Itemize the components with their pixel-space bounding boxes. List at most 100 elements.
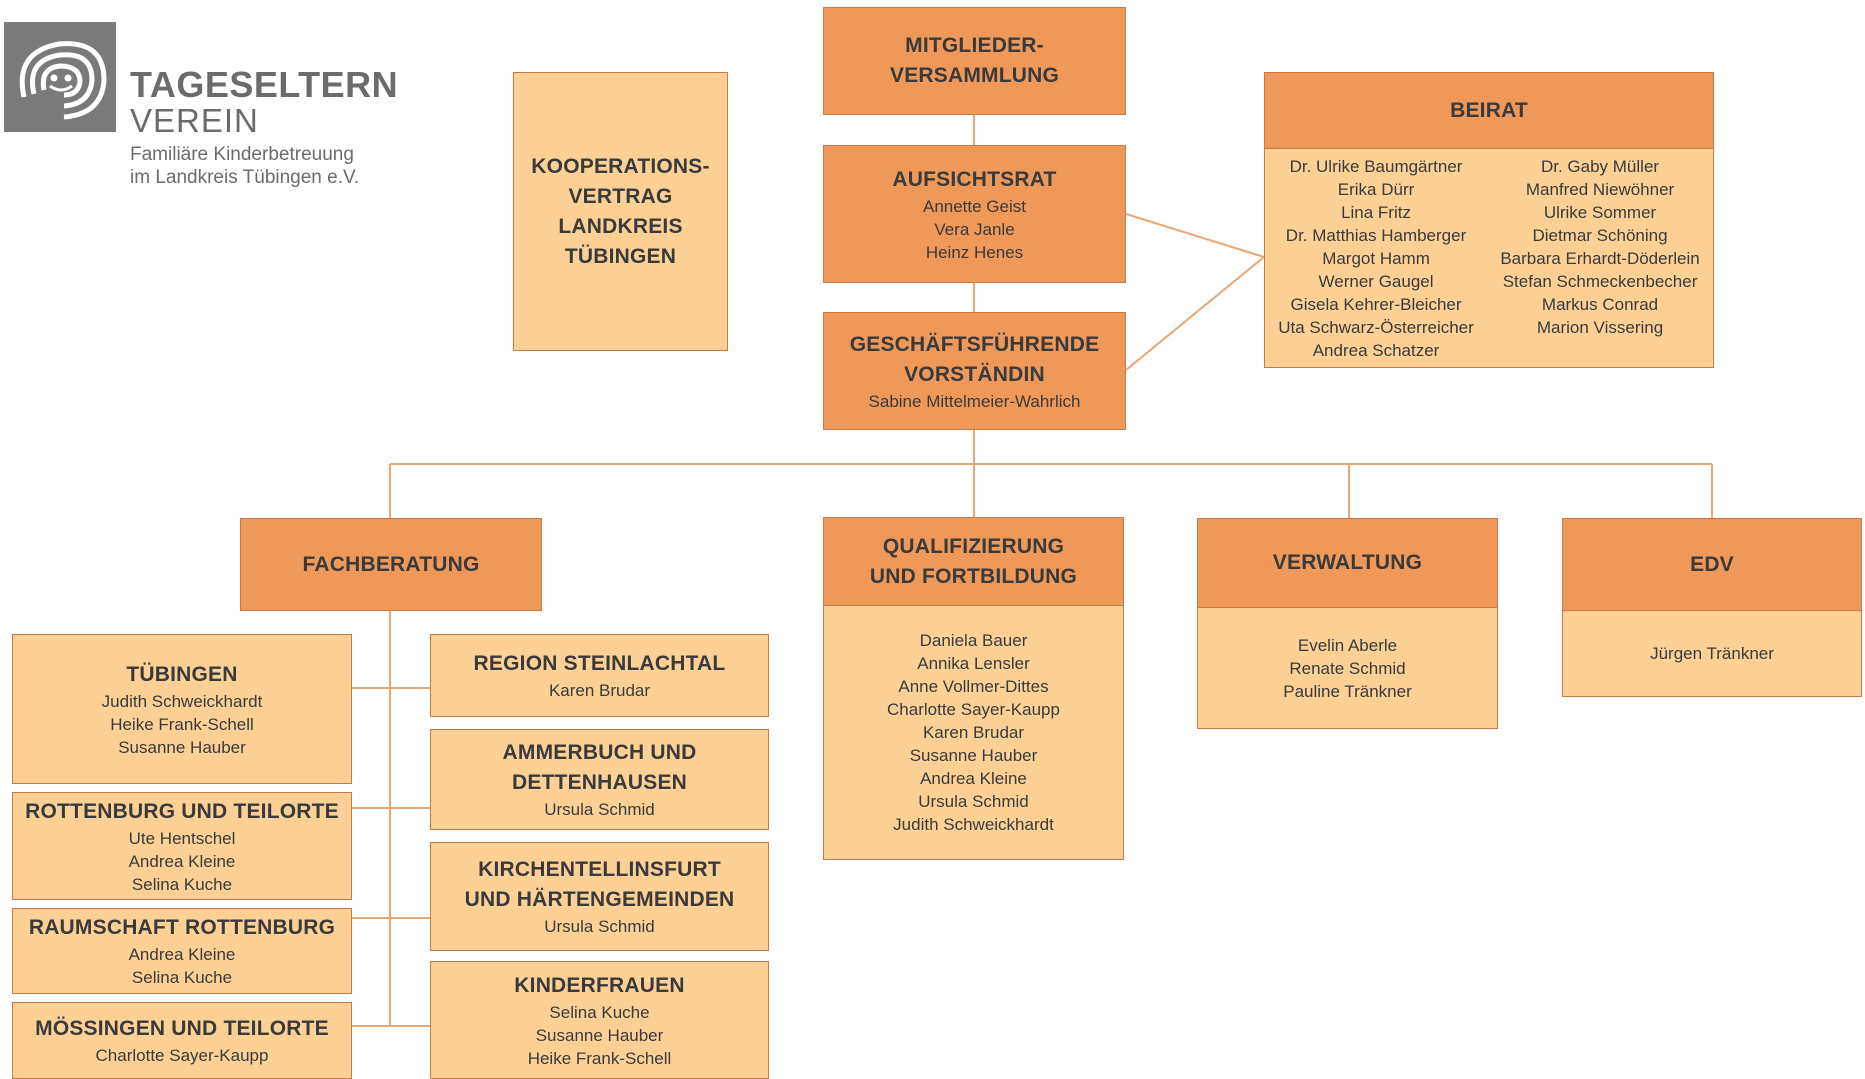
beirat-member: Uta Schwarz-Österreicher bbox=[1278, 318, 1474, 337]
vorstand-box: GESCHÄFTSFÜHRENDE VORSTÄNDIN Sabine Mitt… bbox=[823, 312, 1126, 430]
beirat-member: Manfred Niewöhner bbox=[1525, 180, 1675, 199]
verwaltung-member: Pauline Tränkner bbox=[1283, 681, 1412, 701]
qualifizierung-box: QUALIFIZIERUNG UND FORTBILDUNG Daniela B… bbox=[823, 517, 1124, 860]
qualifizierung-members: Daniela Bauer Annika Lensler Anne Vollme… bbox=[824, 606, 1123, 859]
mitgliederversammlung-box: MITGLIEDER- VERSAMMLUNG bbox=[823, 7, 1126, 115]
logo-tagline-line2: im Landkreis Tübingen e.V. bbox=[130, 167, 360, 188]
beirat-member: Werner Gaugel bbox=[1318, 272, 1434, 291]
region-moessingen-box: MÖSSINGEN UND TEILORTE Charlotte Sayer-K… bbox=[12, 1002, 352, 1079]
region-title: MÖSSINGEN UND TEILORTE bbox=[35, 1017, 329, 1040]
logo-name-line2: VEREIN bbox=[130, 102, 259, 139]
region-title: TÜBINGEN bbox=[126, 662, 238, 686]
aufsichtsrat-member: Heinz Henes bbox=[925, 242, 1024, 262]
edv-box: EDV Jürgen Tränkner bbox=[1562, 518, 1862, 697]
mitglieder-title-2: VERSAMMLUNG bbox=[889, 64, 1060, 87]
kooperation-title-4: TÜBINGEN bbox=[564, 244, 677, 268]
beirat-member: Erika Dürr bbox=[1337, 180, 1415, 199]
edv-members: Jürgen Tränkner bbox=[1563, 611, 1861, 696]
region-member: Heike Frank-Schell bbox=[110, 714, 254, 734]
beirat-members: Dr. Ulrike Baumgärtner Erika Dürr Lina F… bbox=[1265, 149, 1713, 362]
region-title: UND HÄRTENGEMEINDEN bbox=[464, 888, 735, 911]
kooperation-title-1: KOOPERATIONS- bbox=[531, 154, 710, 178]
qualifizierung-member: Ursula Schmid bbox=[918, 792, 1029, 811]
logo: TAGESELTERN VEREIN Familiäre Kinderbetre… bbox=[4, 22, 398, 192]
edv-title: EDV bbox=[1690, 552, 1734, 576]
region-rottenburg-box: ROTTENBURG UND TEILORTE Ute Hentschel An… bbox=[12, 792, 352, 900]
beirat-member: Andrea Schatzer bbox=[1312, 341, 1440, 360]
qualifizierung-title-1: QUALIFIZIERUNG bbox=[882, 534, 1065, 558]
beirat-member: Dr. Gaby Müller bbox=[1540, 157, 1660, 176]
region-member: Susanne Hauber bbox=[535, 1025, 664, 1045]
edv-member: Jürgen Tränkner bbox=[1650, 644, 1774, 663]
beirat-member: Markus Conrad bbox=[1541, 295, 1659, 314]
beirat-title: BEIRAT bbox=[1450, 98, 1528, 122]
kooperation-title-2: VERTRAG bbox=[568, 184, 673, 208]
logo-tagline-line1: Familiäre Kinderbetreuung bbox=[130, 144, 354, 165]
region-title: RAUMSCHAFT ROTTENBURG bbox=[28, 916, 336, 939]
beirat-column-1: Dr. Ulrike Baumgärtner Erika Dürr Lina F… bbox=[1278, 155, 1474, 362]
qualifizierung-member: Charlotte Sayer-Kaupp bbox=[887, 700, 1060, 719]
beirat-column-2: Dr. Gaby Müller Manfred Niewöhner Ulrike… bbox=[1500, 155, 1699, 362]
region-ammerbuch-box: AMMERBUCH UND DETTENHAUSEN Ursula Schmid bbox=[430, 729, 769, 830]
verwaltung-box: VERWALTUNG Evelin Aberle Renate Schmid P… bbox=[1197, 518, 1498, 729]
beirat-member: Ulrike Sommer bbox=[1543, 203, 1657, 222]
beirat-member: Barbara Erhardt-Döderlein bbox=[1500, 249, 1700, 268]
region-member: Heike Frank-Schell bbox=[527, 1048, 672, 1068]
beirat-member: Dietmar Schöning bbox=[1532, 226, 1668, 245]
beirat-member: Margot Hamm bbox=[1322, 249, 1430, 268]
beirat-member: Dr. Matthias Hamberger bbox=[1285, 226, 1467, 245]
region-member: Karen Brudar bbox=[548, 681, 651, 700]
region-member: Charlotte Sayer-Kaupp bbox=[95, 1046, 269, 1065]
line-aufsichtsrat-beirat bbox=[1125, 213, 1265, 258]
verwaltung-title: VERWALTUNG bbox=[1272, 551, 1423, 574]
beirat-header: BEIRAT bbox=[1265, 73, 1713, 149]
region-title: KINDERFRAUEN bbox=[514, 973, 685, 997]
beirat-member: Lina Fritz bbox=[1341, 203, 1411, 222]
qualifizierung-header: QUALIFIZIERUNG UND FORTBILDUNG bbox=[824, 518, 1123, 606]
region-title: AMMERBUCH UND bbox=[502, 741, 697, 764]
qualifizierung-title-2: UND FORTBILDUNG bbox=[869, 564, 1078, 588]
region-kinderfrauen-box: KINDERFRAUEN Selina Kuche Susanne Hauber… bbox=[430, 961, 769, 1079]
beirat-box: BEIRAT Dr. Ulrike Baumgärtner Erika Dürr… bbox=[1264, 72, 1714, 368]
region-tuebingen-box: TÜBINGEN Judith Schweickhardt Heike Fran… bbox=[12, 634, 352, 784]
region-title: KIRCHENTELLINSFURT bbox=[478, 858, 721, 881]
region-steinlachtal-box: REGION STEINLACHTAL Karen Brudar bbox=[430, 634, 769, 717]
qualifizierung-member: Annika Lensler bbox=[917, 654, 1030, 673]
aufsichtsrat-box: AUFSICHTSRAT Annette Geist Vera Janle He… bbox=[823, 145, 1126, 283]
region-member: Andrea Kleine bbox=[128, 945, 236, 964]
qualifizierung-member: Karen Brudar bbox=[922, 723, 1025, 742]
region-member: Ursula Schmid bbox=[544, 800, 655, 819]
verwaltung-header: VERWALTUNG bbox=[1198, 519, 1497, 608]
fachberatung-box: FACHBERATUNG bbox=[240, 518, 542, 611]
qualifizierung-member: Susanne Hauber bbox=[909, 746, 1038, 765]
beirat-member: Gisela Kehrer-Bleicher bbox=[1290, 295, 1462, 314]
beirat-member: Dr. Ulrike Baumgärtner bbox=[1289, 157, 1463, 176]
verwaltung-member: Renate Schmid bbox=[1289, 658, 1406, 678]
qualifizierung-member: Daniela Bauer bbox=[919, 631, 1028, 650]
verwaltung-member: Evelin Aberle bbox=[1297, 635, 1398, 655]
edv-header: EDV bbox=[1563, 519, 1861, 611]
vorstand-member: Sabine Mittelmeier-Wahrlich bbox=[868, 391, 1081, 411]
verwaltung-members: Evelin Aberle Renate Schmid Pauline Trän… bbox=[1198, 608, 1497, 728]
aufsichtsrat-title: AUFSICHTSRAT bbox=[892, 167, 1057, 191]
qualifizierung-member: Judith Schweickhardt bbox=[893, 815, 1054, 834]
vorstand-title-2: VORSTÄNDIN bbox=[904, 362, 1045, 386]
region-kirchentellinsfurt-box: KIRCHENTELLINSFURT UND HÄRTENGEMEINDEN U… bbox=[430, 842, 769, 951]
kooperation-title-3: LANDKREIS bbox=[558, 214, 683, 238]
kooperation-box: KOOPERATIONS- VERTRAG LANDKREIS TÜBINGEN bbox=[513, 72, 728, 351]
logo-name-line1: TAGESELTERN bbox=[130, 64, 399, 105]
region-title: ROTTENBURG UND TEILORTE bbox=[25, 799, 339, 823]
region-member: Selina Kuche bbox=[131, 968, 233, 987]
region-member: Susanne Hauber bbox=[118, 737, 246, 757]
beirat-member: Marion Vissering bbox=[1536, 318, 1664, 337]
aufsichtsrat-member: Vera Janle bbox=[934, 219, 1015, 239]
smiley-spiral-icon bbox=[4, 22, 116, 132]
mitglieder-title-1: MITGLIEDER- bbox=[905, 34, 1044, 57]
qualifizierung-member: Anne Vollmer-Dittes bbox=[898, 677, 1049, 696]
line-vorstand-beirat bbox=[1125, 256, 1265, 371]
vorstand-title-1: GESCHÄFTSFÜHRENDE bbox=[849, 332, 1100, 356]
fachberatung-title: FACHBERATUNG bbox=[302, 552, 480, 576]
region-title: DETTENHAUSEN bbox=[511, 771, 688, 794]
qualifizierung-member: Andrea Kleine bbox=[920, 769, 1027, 788]
